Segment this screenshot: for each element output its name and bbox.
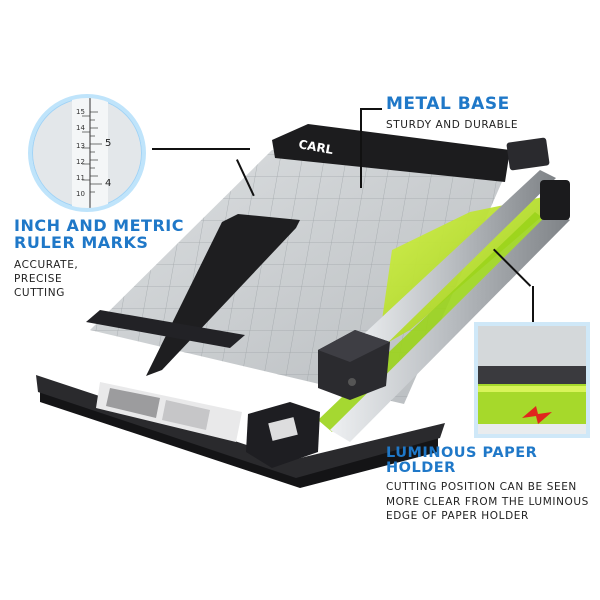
holder-subtitle-line-3: EDGE OF PAPER HOLDER xyxy=(386,509,529,522)
brand-logo: CARL xyxy=(297,137,334,157)
metal-base-subtitle: STURDY AND DURABLE xyxy=(386,118,519,131)
ruler-number-14: 14 xyxy=(76,124,85,132)
callout-luminous-holder: LUMINOUS PAPER HOLDER CUTTING POSITION C… xyxy=(386,445,600,523)
ruler-title-line-1: INCH AND METRIC xyxy=(14,216,184,235)
top-bar xyxy=(272,124,510,182)
paper-holder-closeup-inset xyxy=(474,322,590,438)
leader-metal-base xyxy=(360,108,362,188)
ruler-number-15: 15 xyxy=(76,108,85,116)
callout-ruler-marks: INCH AND METRIC RULER MARKS ACCURATE, PR… xyxy=(14,216,184,300)
ruler-number-10: 10 xyxy=(76,190,85,198)
leader-ruler xyxy=(152,148,250,150)
metal-base-title: METAL BASE xyxy=(386,94,510,114)
ruler-title-line-2: RULER MARKS xyxy=(14,232,149,252)
ruler-number-13: 13 xyxy=(76,142,85,150)
holder-title: LUMINOUS PAPER HOLDER xyxy=(386,445,538,477)
ruler-number-4: 4 xyxy=(105,178,112,189)
ruler-number-12: 12 xyxy=(76,158,85,166)
leader-holder-horizontal xyxy=(532,286,534,326)
callout-metal-base: METAL BASE STURDY AND DURABLE xyxy=(386,94,519,132)
ruler-number-5: 5 xyxy=(105,138,112,149)
rail-end-cap xyxy=(506,137,550,171)
metal-rail xyxy=(352,170,556,360)
ruler-subtitle-line-1: ACCURATE, xyxy=(14,258,79,271)
ruler-closeup-inset: 15 14 5 13 12 11 10 4 xyxy=(28,94,146,212)
holder-subtitle-line-2: MORE CLEAR FROM THE LUMINOUS xyxy=(386,495,589,508)
ruler-scale-graphic xyxy=(72,98,108,208)
holder-subtitle-line-1: CUTTING POSITION CAN BE SEEN xyxy=(386,481,577,494)
leader-metal-base-horizontal xyxy=(360,108,382,110)
ruler-number-11: 11 xyxy=(76,174,85,182)
ruler-subtitle-line-2: PRECISE xyxy=(14,272,63,285)
paper-holder-closeup-graphic xyxy=(478,326,586,434)
ruler-subtitle-line-3: CUTTING xyxy=(14,286,65,299)
